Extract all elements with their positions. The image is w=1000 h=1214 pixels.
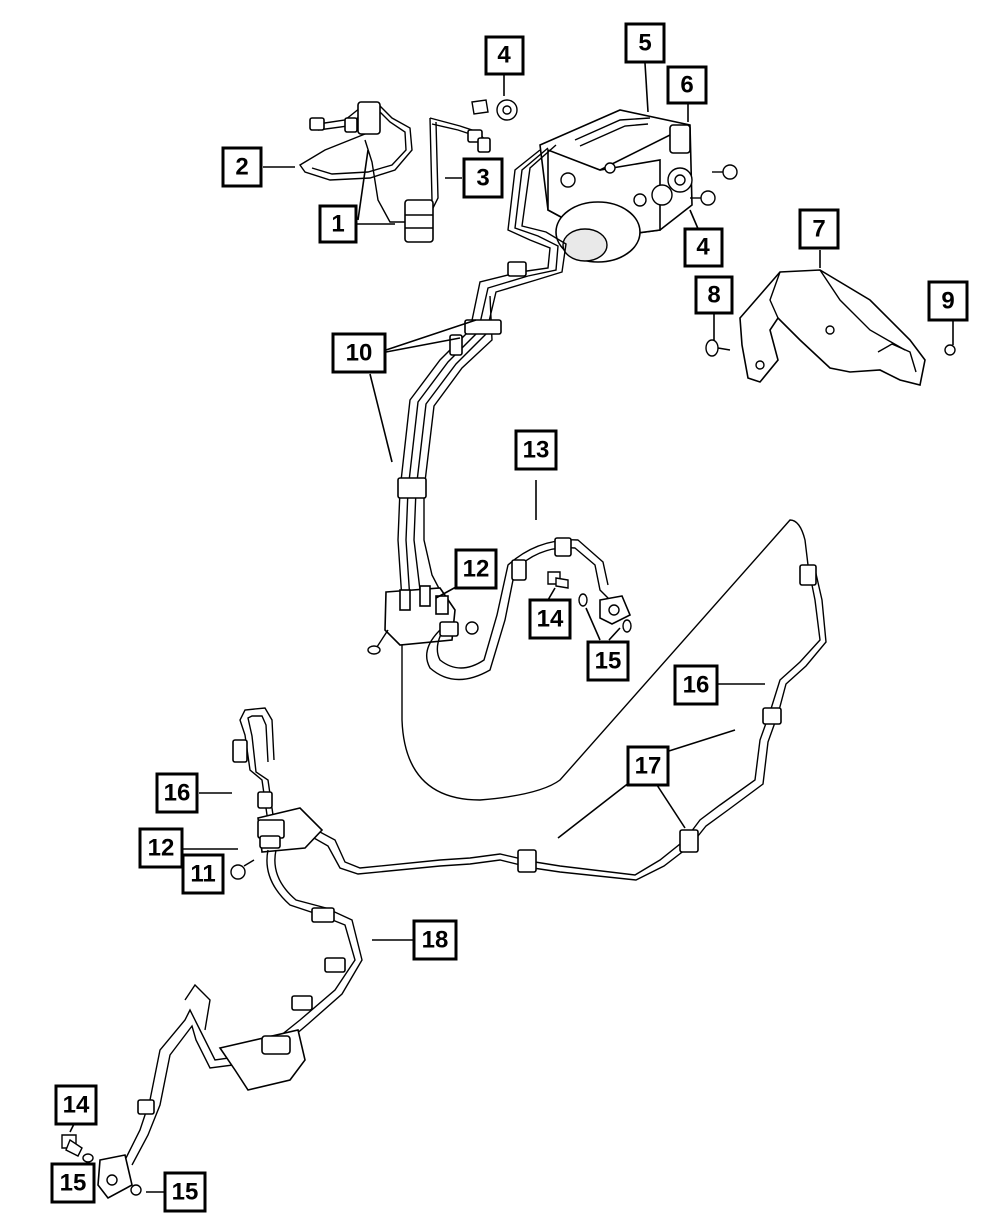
- svg-text:7: 7: [812, 216, 825, 243]
- svg-text:1: 1: [331, 211, 344, 238]
- callout-15-lower-right: 15: [163, 1171, 207, 1213]
- callout-5: 5: [624, 22, 666, 64]
- svg-text:13: 13: [523, 437, 550, 464]
- rear-brake-tubes: [232, 564, 827, 881]
- callout-12-upper: 12: [454, 548, 498, 590]
- svg-text:8: 8: [707, 282, 720, 309]
- callout-1: 1: [318, 204, 358, 244]
- svg-text:9: 9: [941, 288, 954, 315]
- svg-text:4: 4: [497, 42, 511, 69]
- callout-11: 11: [181, 853, 225, 895]
- banjo-bolt-upper: [547, 571, 632, 633]
- svg-text:12: 12: [148, 835, 175, 862]
- callout-3: 3: [462, 157, 504, 199]
- svg-text:12: 12: [463, 556, 490, 583]
- screw-9: [944, 344, 956, 356]
- svg-text:5: 5: [638, 30, 651, 57]
- callout-7: 7: [798, 208, 840, 250]
- svg-text:3: 3: [476, 165, 489, 192]
- abs-module: [507, 109, 693, 281]
- svg-text:15: 15: [60, 1170, 87, 1197]
- callout-4-right: 4: [683, 227, 724, 268]
- callout-14-upper: 14: [528, 598, 572, 640]
- callout-10: 10: [331, 332, 387, 374]
- callout-16-left: 16: [155, 772, 199, 814]
- proportioning-valve-assembly: [298, 101, 491, 243]
- banjo-bolt-lower: [61, 1134, 142, 1196]
- callout-17: 17: [626, 745, 670, 787]
- callout-12-lower: 12: [138, 827, 184, 869]
- brake-tube-bundle: [367, 261, 809, 801]
- svg-text:14: 14: [63, 1092, 90, 1119]
- callout-18: 18: [412, 919, 458, 961]
- rear-brake-hose-bracket: [257, 807, 324, 853]
- callout-13: 13: [514, 429, 558, 471]
- svg-text:16: 16: [164, 780, 191, 807]
- svg-text:11: 11: [190, 861, 215, 888]
- svg-text:18: 18: [422, 927, 449, 954]
- svg-text:16: 16: [683, 672, 710, 699]
- bolt-11: [230, 859, 255, 880]
- callout-4-top: 4: [484, 35, 525, 76]
- callout-8: 8: [694, 275, 734, 315]
- callout-2: 2: [221, 146, 263, 188]
- nut-washer-top: [471, 99, 518, 121]
- svg-text:2: 2: [235, 154, 248, 181]
- callout-14-lower: 14: [54, 1084, 98, 1126]
- svg-text:6: 6: [680, 72, 693, 99]
- svg-text:15: 15: [172, 1179, 199, 1206]
- callout-15-lower-left: 15: [50, 1162, 96, 1204]
- bolts-right: [690, 164, 738, 206]
- callout-16-right: 16: [673, 664, 719, 706]
- heat-shield: [739, 269, 926, 386]
- svg-text:14: 14: [537, 606, 564, 633]
- svg-text:15: 15: [595, 648, 622, 675]
- front-brake-hose-right: [426, 537, 632, 681]
- svg-text:10: 10: [346, 340, 373, 367]
- callout-15-upper: 15: [586, 640, 630, 682]
- callout-9: 9: [927, 280, 969, 322]
- svg-text:17: 17: [635, 753, 662, 780]
- screw-8: [705, 339, 731, 357]
- svg-text:4: 4: [696, 234, 710, 261]
- callout-6: 6: [666, 65, 708, 105]
- rear-brake-hose: [97, 849, 363, 1200]
